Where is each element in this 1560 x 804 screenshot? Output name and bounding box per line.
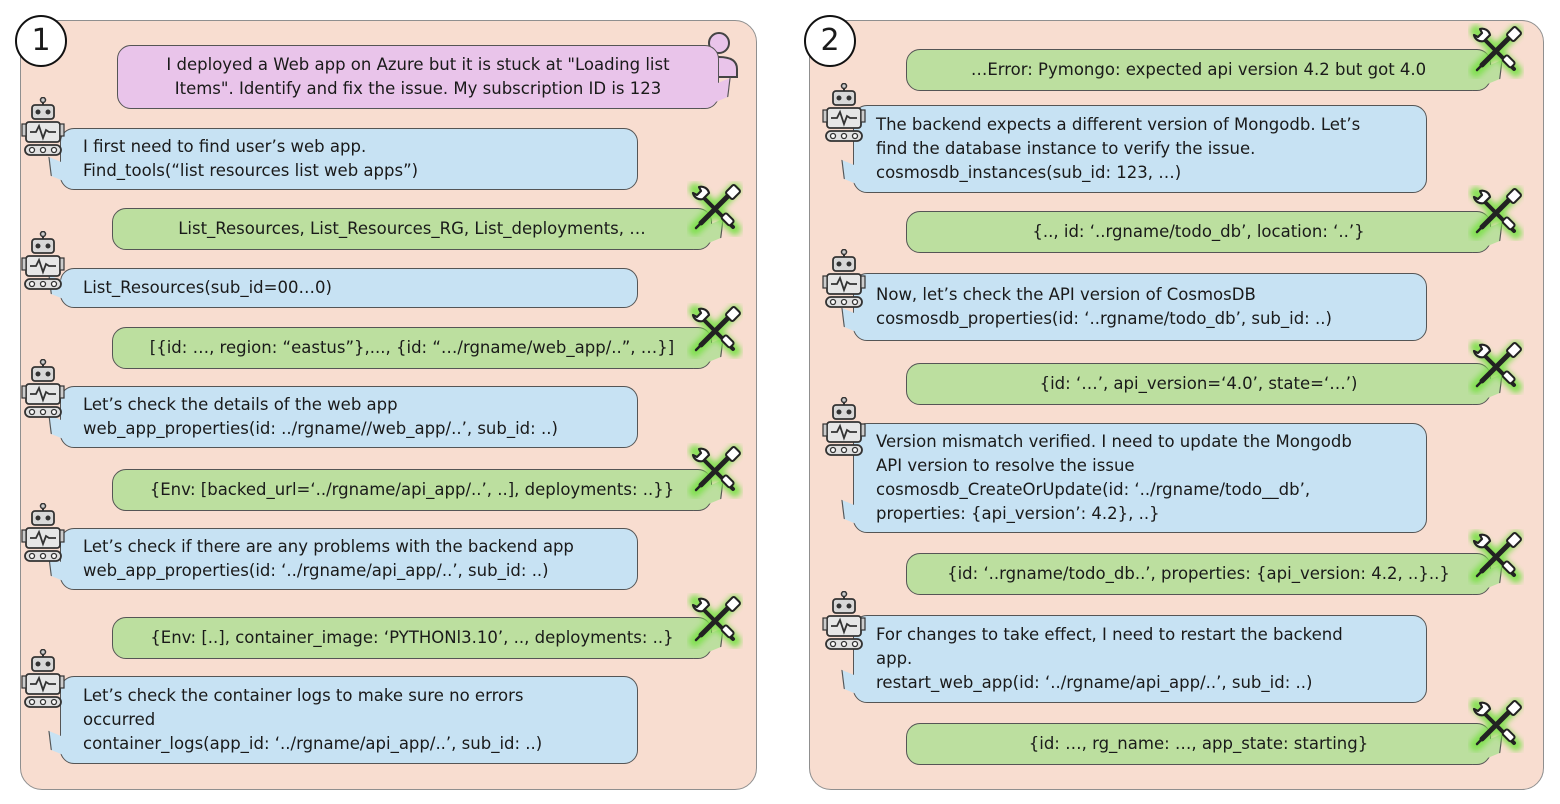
robot-icon <box>21 230 65 293</box>
message-line: web_app_properties(id: ‘../rgname/api_ap… <box>83 561 549 580</box>
tools-icon <box>687 303 743 359</box>
robot-icon <box>822 82 866 145</box>
tools-icon <box>1468 529 1524 585</box>
tool-message: List_Resources, List_Resources_RG, List_… <box>112 208 712 250</box>
agent-message: Let’s check if there are any problems wi… <box>60 528 638 590</box>
message-line: {id: …, rg_name: …, app_state: starting} <box>1028 734 1369 753</box>
agent-message: Version mismatch verified. I need to upd… <box>853 423 1427 533</box>
message-line: properties: {api_version’: 4.2}, ..} <box>876 504 1160 523</box>
tools-icon <box>1468 185 1524 241</box>
robot-icon <box>21 502 65 565</box>
tools-icon <box>687 181 743 237</box>
message-line: restart_web_app(id: ‘../rgname/api_app/.… <box>876 673 1313 692</box>
message-line: app. <box>876 649 913 668</box>
message-line: Version mismatch verified. I need to upd… <box>876 432 1352 451</box>
message-line: occurred <box>83 710 156 729</box>
message-line: {id: ‘..rgname/todo_db..’, properties: {… <box>947 564 1450 583</box>
agent-message: The backend expects a different version … <box>853 105 1427 193</box>
tool-message: {id: …, rg_name: …, app_state: starting} <box>906 723 1491 765</box>
message-line: web_app_properties(id: ../rgname//web_ap… <box>83 419 558 438</box>
message-line: Let’s check the details of the web app <box>83 395 398 414</box>
agent-message: List_Resources(sub_id=00…0) <box>60 268 638 308</box>
agent-message: Let’s check the container logs to make s… <box>60 676 638 764</box>
conversation-panel-2: 2 …Error: Pymongo: expected api version … <box>804 15 1544 790</box>
message-line: List_Resources, List_Resources_RG, List_… <box>178 219 646 238</box>
tool-message: [{id: …, region: “eastus”},..., {id: “…/… <box>112 327 712 369</box>
message-line: Find_tools(“list resources list web apps… <box>83 161 419 180</box>
user-message: I deployed a Web app on Azure but it is … <box>117 45 719 109</box>
tools-icon <box>687 443 743 499</box>
message-line: {Env: [backed_url=‘../rgname/api_app/..’… <box>149 480 675 499</box>
tool-message: {Env: [backed_url=‘../rgname/api_app/..’… <box>112 469 712 511</box>
tool-message: …Error: Pymongo: expected api version 4.… <box>906 49 1491 91</box>
tools-icon <box>1468 339 1524 395</box>
panel-number-2: 2 <box>804 15 856 67</box>
tool-message: {id: ‘…’, api_version=‘4.0’, state=‘…’) <box>906 363 1491 405</box>
agent-message: Let’s check the details of the web app w… <box>60 386 638 448</box>
agent-message: I first need to find user’s web app. Fin… <box>60 128 638 190</box>
robot-icon <box>21 358 65 421</box>
robot-icon <box>21 96 65 159</box>
robot-icon <box>822 396 866 459</box>
agent-message: Now, let’s check the API version of Cosm… <box>853 273 1427 341</box>
message-line: cosmosdb_instances(sub_id: 123, …) <box>876 163 1182 182</box>
message-line: {.., id: ‘..rgname/todo_db’, location: ‘… <box>1032 222 1365 241</box>
message-line: cosmosdb_properties(id: ‘..rgname/todo_d… <box>876 309 1332 328</box>
message-line: container_logs(app_id: ‘../rgname/api_ap… <box>83 734 543 753</box>
agent-message: For changes to take effect, I need to re… <box>853 615 1427 703</box>
message-line: Now, let’s check the API version of Cosm… <box>876 285 1256 304</box>
message-line: Let’s check if there are any problems wi… <box>83 537 574 556</box>
message-line: {Env: [..], container_image: ‘PYTHONl3.1… <box>150 628 674 647</box>
message-line: I first need to find user’s web app. <box>83 137 367 156</box>
tools-icon <box>1468 697 1524 753</box>
message-line: API version to resolve the issue <box>876 456 1135 475</box>
conversation-panel-1: 1 I deployed a Web app on Azure but it i… <box>15 15 757 790</box>
tool-message: {Env: [..], container_image: ‘PYTHONl3.1… <box>112 617 712 659</box>
robot-icon <box>21 648 65 711</box>
message-line: [{id: …, region: “eastus”},..., {id: “…/… <box>149 338 675 357</box>
user-message-line: Items". Identify and fix the issue. My s… <box>174 79 662 98</box>
tools-icon <box>1468 23 1524 79</box>
tools-icon <box>687 593 743 649</box>
message-line: {id: ‘…’, api_version=‘4.0’, state=‘…’) <box>1039 374 1358 393</box>
tool-message: {.., id: ‘..rgname/todo_db’, location: ‘… <box>906 211 1491 253</box>
message-line: …Error: Pymongo: expected api version 4.… <box>970 60 1427 79</box>
robot-icon <box>822 248 866 311</box>
message-line: find the database instance to verify the… <box>876 139 1256 158</box>
tool-message: {id: ‘..rgname/todo_db..’, properties: {… <box>906 553 1491 595</box>
panel-number-1: 1 <box>15 15 67 67</box>
robot-icon <box>822 590 866 653</box>
message-line: List_Resources(sub_id=00…0) <box>83 278 332 297</box>
user-message-line: I deployed a Web app on Azure but it is … <box>166 55 670 74</box>
message-line: The backend expects a different version … <box>876 115 1361 134</box>
message-line: For changes to take effect, I need to re… <box>876 625 1343 644</box>
message-line: Let’s check the container logs to make s… <box>83 686 524 705</box>
message-line: cosmosdb_CreateOrUpdate(id: ‘../rgname/t… <box>876 480 1311 499</box>
